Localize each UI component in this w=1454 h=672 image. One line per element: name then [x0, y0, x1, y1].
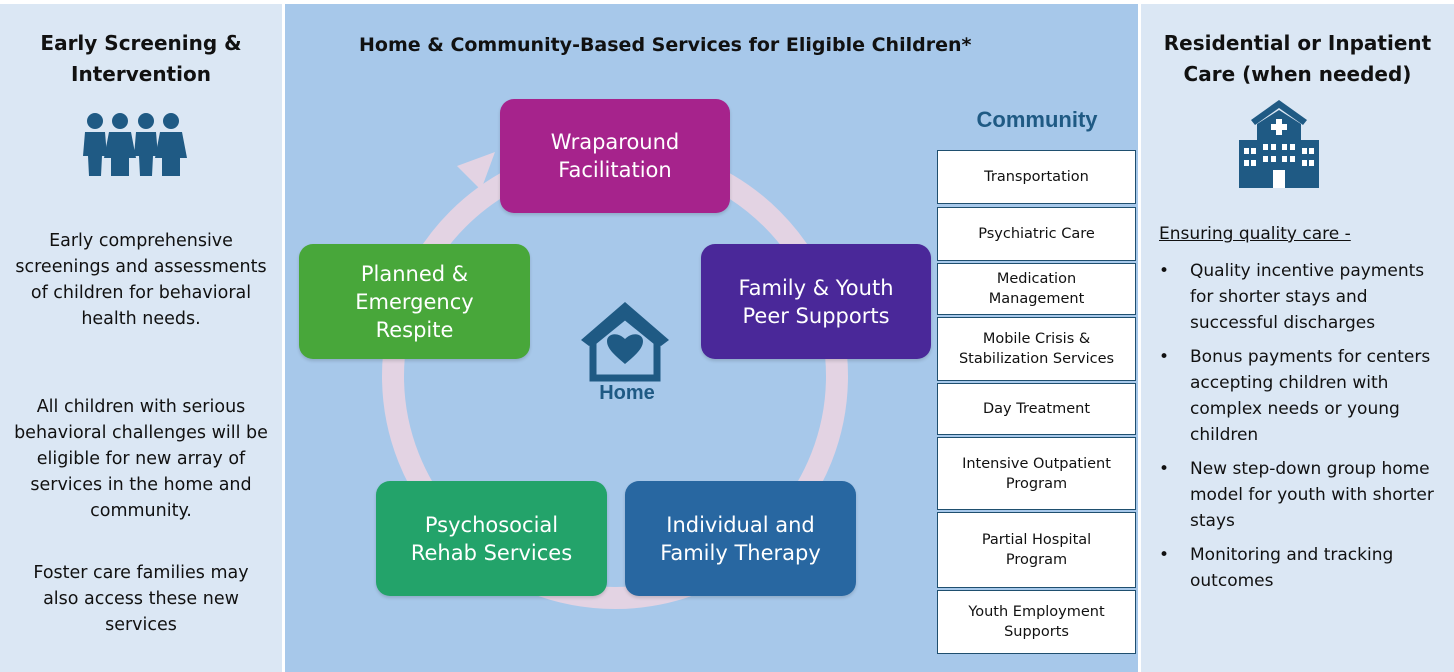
- community-item: Transportation: [937, 150, 1136, 204]
- wraparound-facilitation-box: Wraparound Facilitation: [500, 99, 730, 213]
- ensuring-quality-subtitle: Ensuring quality care -: [1159, 224, 1351, 244]
- cycle-arrow-icon: [457, 152, 495, 190]
- home-label: Home: [599, 382, 655, 404]
- community-item: Partial Hospital Program: [937, 512, 1136, 588]
- house-heart-icon: [581, 302, 669, 382]
- early-screening-panel: Early Screening & Intervention Early com…: [0, 4, 282, 672]
- list-item: •Quality incentive payments for shorter …: [1159, 261, 1425, 333]
- list-item: •Bonus payments for centers accepting ch…: [1159, 347, 1431, 445]
- individual-family-therapy-box: Individual and Family Therapy: [625, 481, 856, 596]
- community-item: Day Treatment: [937, 383, 1136, 435]
- family-youth-peer-supports-box: Family & Youth Peer Supports: [701, 244, 931, 359]
- quality-bullet-list: •Quality incentive payments for shorter …: [1155, 258, 1451, 602]
- screening-paragraph: Early comprehensive screenings and asses…: [15, 231, 267, 329]
- community-item: Mobile Crisis & Stabilization Services: [937, 317, 1136, 381]
- foster-care-paragraph: Foster care families may also access the…: [33, 563, 249, 635]
- home-community-title: Home & Community-Based Services for Elig…: [359, 34, 972, 56]
- family-icon: [83, 113, 187, 176]
- list-item: •New step-down group home model for yout…: [1159, 459, 1434, 531]
- residential-care-title: Residential or Inpatient Care (when need…: [1163, 31, 1432, 86]
- psychosocial-rehab-box: Psychosocial Rehab Services: [376, 481, 607, 596]
- community-item: Youth Employment Supports: [937, 590, 1136, 654]
- early-screening-title: Early Screening & Intervention: [40, 31, 242, 86]
- home-community-panel: Home & Community-Based Services for Elig…: [285, 4, 1138, 672]
- hospital-icon: [1239, 100, 1319, 188]
- eligibility-paragraph: All children with serious behavioral cha…: [14, 397, 268, 521]
- community-item: Intensive Outpatient Program: [937, 437, 1136, 510]
- community-item: Psychiatric Care: [937, 207, 1136, 261]
- community-item: Medication Management: [937, 263, 1136, 315]
- planned-emergency-respite-box: Planned & Emergency Respite: [299, 244, 530, 359]
- residential-care-panel: Residential or Inpatient Care (when need…: [1141, 4, 1454, 672]
- list-item: •Monitoring and tracking outcomes: [1159, 545, 1394, 591]
- community-title: Community: [976, 107, 1098, 132]
